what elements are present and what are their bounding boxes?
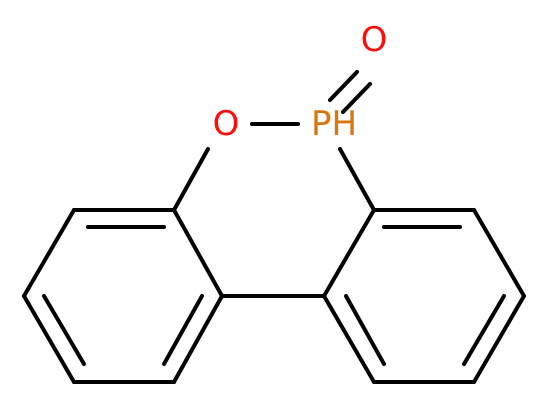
bond-p-o-2 [341, 82, 372, 114]
bond-r5 [322, 294, 376, 384]
bond-r3 [472, 294, 526, 384]
right-benzene-ring [322, 208, 526, 384]
bond-r2 [472, 208, 526, 298]
bond-l2 [172, 208, 224, 298]
atom-label-phosphorus: PH [311, 104, 357, 144]
atom-label-carbonyl-oxygen: O [361, 20, 388, 60]
bond-p-c [338, 147, 376, 212]
bond-p-o-1 [328, 70, 359, 102]
bond-r5-inner [344, 294, 386, 366]
central-ring [172, 122, 376, 298]
p-o-double-bond [328, 70, 372, 114]
bond-l5 [22, 294, 76, 384]
bond-r3-inner [462, 294, 506, 366]
bond-l3 [172, 294, 224, 384]
bond-c-o [172, 147, 210, 212]
bond-r6 [322, 208, 376, 298]
bond-l6 [22, 208, 76, 298]
atom-label-ring-oxygen: O [213, 104, 240, 144]
bond-l5-inner [42, 294, 86, 366]
left-benzene-ring [22, 208, 224, 384]
bond-l3-inner [162, 294, 204, 366]
